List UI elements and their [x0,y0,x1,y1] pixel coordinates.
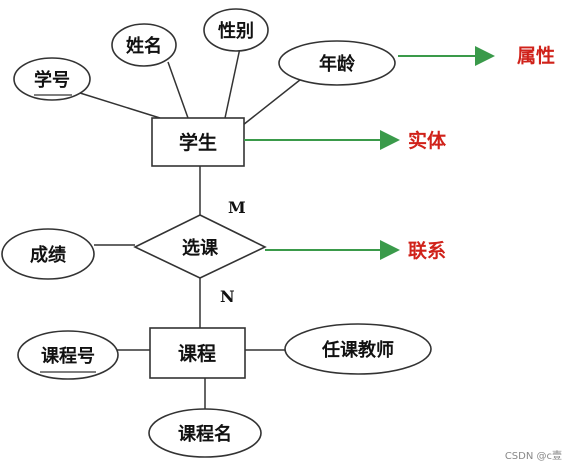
legend-relationship-label: 联系 [408,240,446,262]
legend-attribute-label: 属性 [517,44,555,67]
attr-student-id-label: 学号 [34,69,70,91]
legend-entity-label: 实体 [408,129,447,152]
attr-grade-label: 成绩 [30,244,66,266]
entity-course-box [149,327,246,379]
entity-student-box [151,117,245,167]
legend-arrows [244,46,495,260]
attr-name [111,23,177,67]
attr-student-id [13,57,91,101]
cardinality-m: M [228,198,246,217]
line-gender [224,47,241,119]
attr-age [278,40,396,86]
connection-lines [79,47,311,410]
attr-course-name [148,408,262,458]
attr-teacher-label: 任课教师 [321,339,394,361]
attr-age-label: 年龄 [319,53,356,75]
cardinality-n: N [220,287,235,306]
attr-grade [1,228,95,280]
attr-gender-label: 性别 [218,20,254,42]
attr-course-id-label: 课程号 [41,346,95,367]
entity-student-label: 学生 [179,131,217,154]
relationship-label: 选课 [182,238,219,259]
line-student-id [79,92,161,119]
line-name [167,61,189,119]
attr-course-id [17,330,119,380]
attr-course-name-label: 课程名 [178,423,232,445]
watermark: CSDN @c壹 [505,449,562,462]
relationship-diamond [133,214,267,279]
attr-teacher [284,323,432,375]
attr-name-label: 姓名 [126,35,162,57]
attr-gender [203,8,269,52]
attribute-ellipses [1,8,432,458]
line-age [242,71,311,126]
entity-course-label: 课程 [178,343,216,365]
